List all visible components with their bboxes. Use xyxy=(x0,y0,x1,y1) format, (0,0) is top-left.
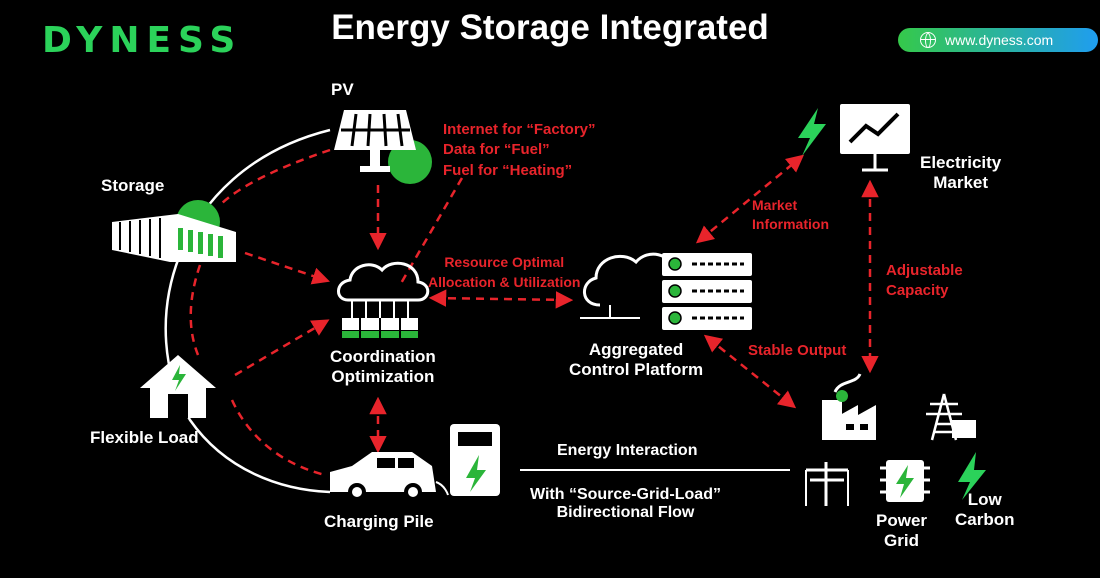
link-coordination-platform xyxy=(428,289,574,309)
market-info-label: Market Information xyxy=(752,196,829,234)
cloud-network-icon xyxy=(337,261,430,338)
energy-interaction-label: Energy Interaction xyxy=(557,442,698,459)
bidirectional-line-1: With “Source-Grid-Load” xyxy=(530,486,721,503)
battery-container-icon xyxy=(112,200,236,262)
charger-icon xyxy=(450,424,500,496)
pv-note-2: Data for “Fuel” xyxy=(443,141,550,159)
stable-output-label: Stable Output xyxy=(748,342,847,359)
chip-bolt-icon xyxy=(880,460,930,502)
market-info-line-2: Information xyxy=(752,215,829,232)
grid-line-1: Power xyxy=(876,511,928,530)
link-load-coordination xyxy=(234,319,330,377)
transmission-tower-icon xyxy=(926,393,976,441)
charging-pile-label: Charging Pile xyxy=(324,512,434,531)
coordination-line-2: Optimization xyxy=(331,366,435,386)
link-platform-market xyxy=(695,154,805,244)
low-carbon-line-2: Carbon xyxy=(955,509,1015,529)
coordination-label: Coordination Optimization xyxy=(330,347,436,386)
factory-icon xyxy=(822,373,876,440)
pv-note-1: Internet for “Factory” xyxy=(443,121,596,138)
coordination-line-1: Coordination xyxy=(330,347,436,366)
bolt-icon xyxy=(798,108,826,156)
adjustable-capacity-label: Adjustable Capacity xyxy=(886,261,963,300)
storage-label: Storage xyxy=(101,176,165,195)
server-cloud-icon xyxy=(580,252,752,330)
link-platform-grid xyxy=(703,334,797,409)
link-load-charging xyxy=(230,399,326,477)
pv-note-3: Fuel for “Heating” xyxy=(443,161,573,179)
grid-line-2: Grid xyxy=(884,530,919,550)
low-carbon-bolt-icon xyxy=(958,452,986,500)
page-title: Energy Storage Integrated xyxy=(331,8,769,47)
aggregated-label: Aggregated Control Platform xyxy=(569,340,703,379)
market-line-1: Electricity xyxy=(920,153,1002,172)
flexible-load-label: Flexible Load xyxy=(90,428,199,447)
resource-label: Resource Optimal Allocation & Utilizatio… xyxy=(428,252,580,293)
globe-icon xyxy=(920,32,936,48)
utility-pole-icon xyxy=(805,462,849,506)
link-storage-load xyxy=(189,264,202,356)
adjustable-line-2: Capacity xyxy=(886,281,949,299)
house-bolt-icon xyxy=(140,355,216,418)
brand-logo: DYNESS xyxy=(42,20,243,61)
pv-label: PV xyxy=(331,80,354,99)
aggregated-line-2: Control Platform xyxy=(569,359,704,379)
link-pv-storage xyxy=(219,148,331,206)
bidirectional-label: With “Source-Grid-Load” Bidirectional Fl… xyxy=(530,486,721,523)
bidirectional-line-2: Bidirectional Flow xyxy=(556,504,695,522)
website-url[interactable]: www.dyness.com xyxy=(945,32,1054,48)
market-info-line-1: Market xyxy=(752,197,798,213)
adjustable-line-1: Adjustable xyxy=(886,262,963,279)
aggregated-line-1: Aggregated xyxy=(588,340,684,359)
low-carbon-line-1: Low xyxy=(967,490,1002,509)
low-carbon-label: Low Carbon xyxy=(955,490,1015,529)
ev-car-icon xyxy=(330,452,449,501)
power-grid-label: Power Grid xyxy=(876,511,927,550)
link-storage-coordination xyxy=(244,251,330,285)
resource-line-2: Allocation & Utilization xyxy=(428,274,581,291)
pv-notes: Internet for “Factory” Data for “Fuel” F… xyxy=(443,120,596,181)
solar-panel-icon xyxy=(334,110,432,184)
resource-line-1: Resource Optimal xyxy=(444,254,565,270)
electricity-market-label: Electricity Market xyxy=(920,153,1001,192)
chart-board-icon xyxy=(840,104,910,172)
market-line-2: Market xyxy=(933,172,989,192)
website-badge[interactable]: www.dyness.com xyxy=(898,28,1098,52)
